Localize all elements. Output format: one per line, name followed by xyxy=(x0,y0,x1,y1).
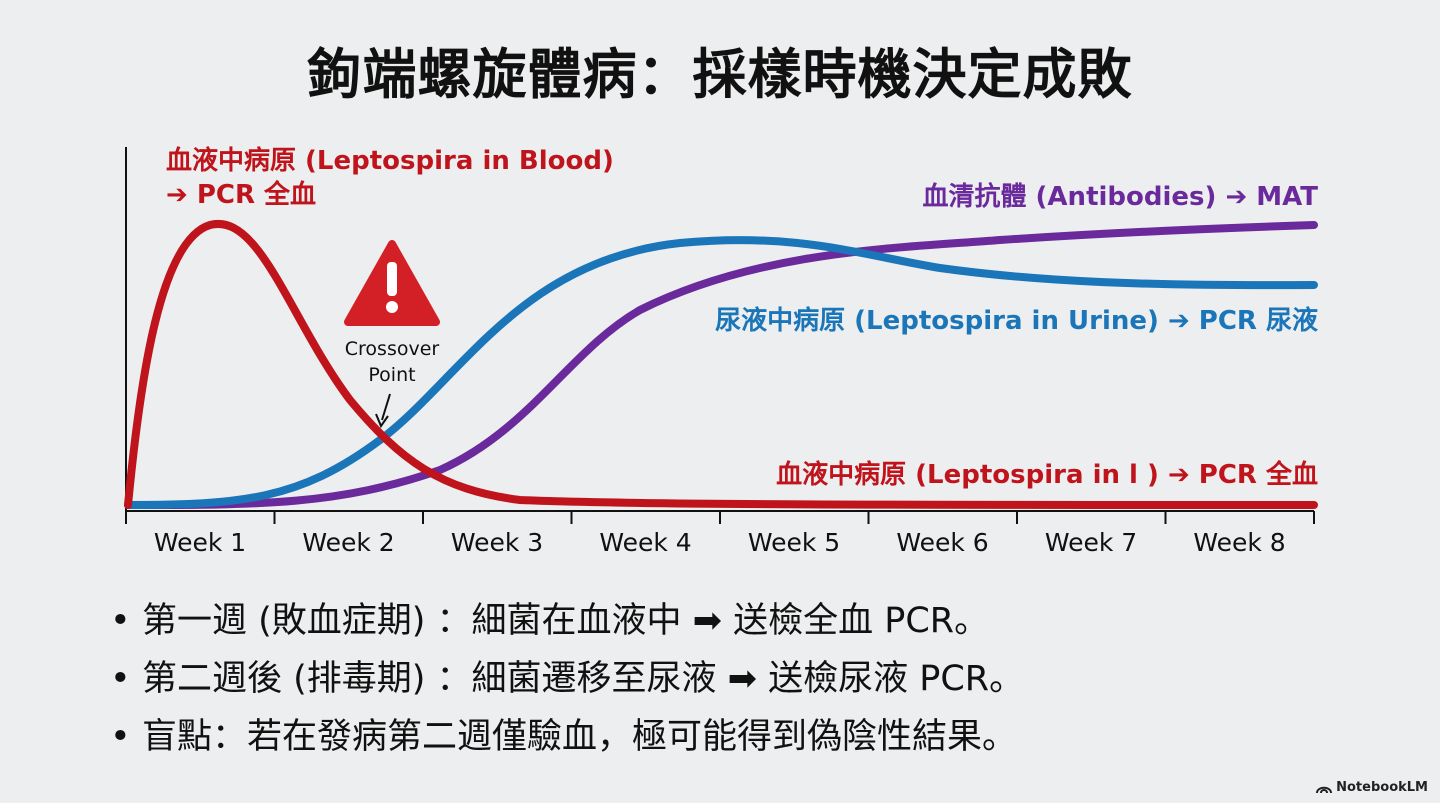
blood-label-top-line2: ➔ PCR 全血 xyxy=(166,180,317,210)
x-tick-label: Week 1 xyxy=(153,528,247,557)
brand-name: NotebookLM xyxy=(1336,780,1428,795)
x-axis-ticks xyxy=(125,511,1315,524)
crossover-line1: Crossover xyxy=(344,338,440,360)
crossover-annotation: Crossover Point xyxy=(330,336,454,388)
bullet-marker: • xyxy=(110,659,131,699)
series-antibodies-line xyxy=(124,221,1318,509)
antibodies-label: 血清抗體 (Antibodies) ➔ MAT xyxy=(922,182,1319,212)
x-tick-label: Week 6 xyxy=(896,528,989,557)
x-tick-label: Week 2 xyxy=(302,528,395,557)
x-tick-label: Week 3 xyxy=(450,528,544,557)
bullet-item: • 第二週後 (排毒期) ：細菌遷移至尿液 ➡ 送檢尿液 PCR。 xyxy=(110,650,1024,708)
bullet-text: 第一週 (敗血症期) ：細菌在血液中 ➡ 送檢全血 PCR。 xyxy=(142,601,990,641)
blood-label-top-line1: 血液中病原 (Leptospira in Blood) xyxy=(166,146,614,176)
x-tick-label: Week 7 xyxy=(1044,528,1138,557)
bullet-text: 盲點：若在發病第二週僅驗血，極可能得到偽陰性結果。 xyxy=(142,717,1018,757)
bullet-list: • 第一週 (敗血症期) ：細菌在血液中 ➡ 送檢全血 PCR。 • 第二週後 (排… xyxy=(110,592,1024,766)
blood-label-top: 血液中病原 (Leptospira in Blood) ➔ PCR 全血 xyxy=(166,144,614,212)
bullet-item: • 第一週 (敗血症期) ：細菌在血液中 ➡ 送檢全血 PCR。 xyxy=(110,592,1024,650)
bullet-marker: • xyxy=(110,717,131,757)
bullet-marker: • xyxy=(110,601,131,641)
series-blood-line xyxy=(124,219,1318,509)
urine-label: 尿液中病原 (Leptospira in Urine) ➔ PCR 尿液 xyxy=(715,306,1318,336)
blood-label-bottom: 血液中病原 (Leptospira in l ) ➔ PCR 全血 xyxy=(776,460,1318,490)
x-tick-label: Week 5 xyxy=(747,528,841,557)
crossover-arrow-icon xyxy=(375,393,391,429)
brand-badge: NotebookLM xyxy=(1316,780,1428,795)
notebooklm-logo-icon xyxy=(1316,786,1333,793)
x-tick-label: Week 4 xyxy=(599,528,692,557)
x-tick-label: Week 8 xyxy=(1193,528,1286,557)
bullet-text: 第二週後 (排毒期) ：細菌遷移至尿液 ➡ 送檢尿液 PCR。 xyxy=(142,659,1025,699)
page-title: 鉤端螺旋體病：採樣時機決定成敗 xyxy=(307,43,1133,106)
bullet-item: • 盲點：若在發病第二週僅驗血，極可能得到偽陰性結果。 xyxy=(110,708,1024,766)
crossover-line2: Point xyxy=(368,364,416,386)
warning-icon xyxy=(344,240,440,326)
series-urine-line xyxy=(124,236,1318,509)
